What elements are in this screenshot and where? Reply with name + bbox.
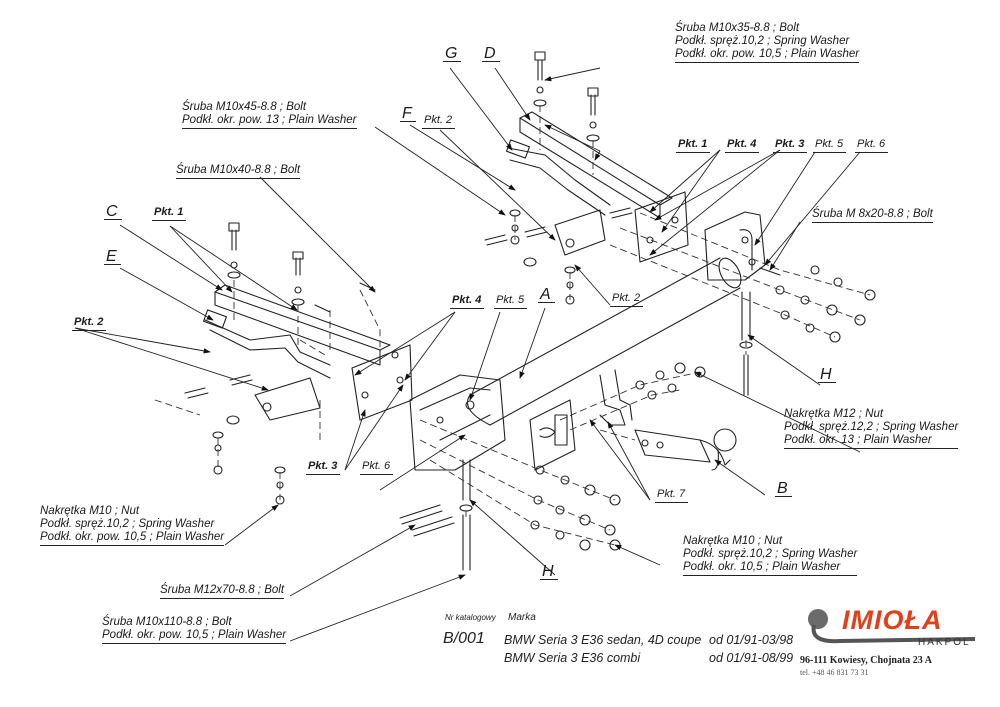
leader-top-right-bolt [544, 67, 601, 82]
vertical-bolts [227, 51, 753, 571]
point-label-4-right: Pkt. 4 [725, 138, 760, 153]
leader-A [519, 307, 546, 379]
leader-D [494, 67, 531, 121]
company-logo-text: IMIOŁA [842, 605, 943, 635]
part-label-a: A [538, 287, 555, 303]
catalog-number: B/001 [443, 630, 485, 647]
towball-logo-icon [808, 609, 976, 644]
callout-nut-m10-right: Nakrętka M10 ; Nut Podkł. spręż.10,2 ; S… [683, 535, 858, 576]
vehicle-period-1: od 01/91-03/98 [709, 633, 794, 647]
company-phone: tel. +48 46 831 73 31 [800, 668, 869, 677]
point-label-6-right: Pkt. 6 [855, 138, 889, 153]
part-label-f: F [400, 106, 416, 122]
main-crossbar-tube [466, 257, 742, 426]
callout-line: Podkł. okr. pow. 10,5 ; Plain Washer [102, 629, 287, 641]
leader-G [449, 67, 513, 151]
left-side-brackets [203, 284, 413, 421]
part-label-c: C [104, 204, 122, 220]
leader-m10x45 [374, 126, 506, 216]
point-label-2-top: Pkt. 2 [422, 114, 456, 129]
point-label-5-left: Pkt. 5 [494, 294, 528, 309]
callout-top-right-bolt: Śruba M10x35-8.8 ; Bolt Podkł. spręż.10,… [675, 22, 860, 63]
tow-ball-neck [634, 428, 737, 471]
callout-nut-m12: Nakrętka M12 ; Nut Podkł. spręż.12,2 ; S… [784, 408, 959, 449]
leader-H-bottom [469, 499, 556, 576]
catalog-number-header: Nr katalogowy [445, 613, 496, 622]
callout-line: Podkł. okr. 10,5 ; Plain Washer [683, 561, 841, 573]
nut-washer-cluster-left [212, 209, 576, 505]
leader-B [714, 459, 766, 496]
callout-line: Śruba M12x70-8.8 ; Bolt [160, 584, 285, 596]
point-label-2-mid: Pkt. 2 [610, 292, 644, 307]
part-label-e: E [104, 249, 121, 265]
leader-E [119, 267, 214, 321]
callout-line: Podkł. spręż.10,2 ; Spring Washer [40, 518, 215, 530]
callout-m10x45-bolt: Śruba M10x45-8.8 ; Bolt Podkł. okr. pow.… [182, 101, 357, 129]
top-side-brackets [506, 111, 689, 263]
callout-line: Śruba M10x45-8.8 ; Bolt [182, 101, 307, 113]
callout-nut-m10-left: Nakrętka M10 ; Nut Podkł. spręż.10,2 ; S… [40, 505, 225, 546]
callout-m10x110-bolt: Śruba M10x110-8.8 ; Bolt Podkł. okr. pow… [102, 616, 287, 644]
point-label-1-left: Pkt. 1 [152, 206, 187, 221]
part-label-g: G [443, 46, 462, 62]
callout-line: Śruba M 8x20-8.8 ; Bolt [812, 208, 933, 220]
part-label-h-bottom: H [540, 564, 558, 580]
point-label-5-right: Pkt. 5 [813, 138, 847, 153]
leader-F [409, 124, 516, 191]
point-label-7: Pkt. 7 [655, 488, 689, 503]
callout-m8x20-bolt: Śruba M 8x20-8.8 ; Bolt [812, 208, 933, 223]
company-logo: IMIOŁA HAKPOL [800, 603, 980, 651]
point-label-1-right: Pkt. 1 [676, 138, 711, 153]
nut-washer-cluster-lower [530, 362, 706, 551]
callout-line: Podkł. okr. pow. 10,5 ; Plain Washer [40, 531, 225, 543]
right-mounting-plate [704, 211, 766, 281]
vehicle-model-2: BMW Seria 3 E36 combi [504, 651, 641, 665]
callout-line: Podkł. okr. pow. 10,5 ; Plain Washer [675, 48, 860, 60]
callout-m10x40-bolt: Śruba M10x40-8.8 ; Bolt [176, 164, 301, 179]
leader-C [119, 224, 223, 291]
part-label-b: B [775, 481, 792, 497]
callout-line: Nakrętka M10 ; Nut [683, 535, 783, 547]
part-label-d: D [482, 46, 500, 62]
callout-line: Podkł. spręż.10,2 ; Spring Washer [675, 35, 850, 47]
callout-line: Nakrętka M10 ; Nut [40, 505, 140, 517]
nut-washer-cluster-right [775, 265, 876, 343]
point-label-6-left: Pkt. 6 [360, 460, 394, 475]
callout-line: Podkł. spręż.12,2 ; Spring Washer [784, 421, 959, 433]
point-label-3-left: Pkt. 3 [306, 460, 341, 475]
company-address: 96-111 Kowiesy, Chojnata 23 A [800, 655, 932, 666]
leader-m10x40 [259, 176, 376, 293]
callout-line: Podkł. okr. 13 ; Plain Washer [784, 434, 932, 446]
callout-m12x70-bolt: Śruba M12x70-8.8 ; Bolt [160, 584, 285, 599]
company-logo-sub: HAKPOL [918, 637, 971, 648]
point-label-3-right: Pkt. 3 [773, 138, 808, 153]
callout-line: Śruba M10x40-8.8 ; Bolt [176, 164, 301, 176]
callout-line: Podkł. okr. pow. 13 ; Plain Washer [182, 114, 357, 126]
callout-line: Podkł. spręż.10,2 ; Spring Washer [683, 548, 858, 560]
vehicle-model-1: BMW Seria 3 E36 sedan, 4D coupe [504, 633, 702, 647]
electric-socket-plate [529, 399, 576, 471]
vehicle-period-2: od 01/91-08/99 [709, 651, 794, 665]
callout-line: Śruba M10x35-8.8 ; Bolt [675, 22, 800, 34]
center-left-plate [409, 374, 506, 471]
brand-header: Marka [508, 612, 536, 623]
leader-H-right [747, 334, 821, 386]
horizontal-bolts [184, 207, 781, 537]
callout-line: Nakrętka M12 ; Nut [784, 408, 884, 420]
part-label-h-right: H [818, 367, 836, 383]
point-label-2-left: Pkt. 2 [72, 316, 107, 331]
point-label-4-left: Pkt. 4 [450, 294, 485, 309]
callout-line: Śruba M10x110-8.8 ; Bolt [102, 616, 232, 628]
